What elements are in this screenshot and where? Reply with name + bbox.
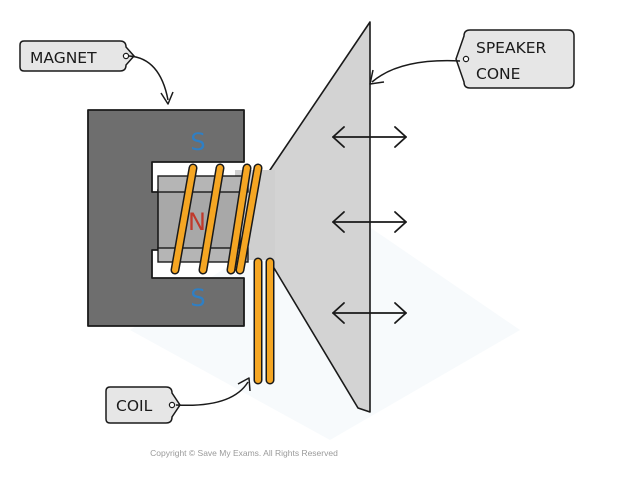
speaker-label-line2: CONE [476,65,520,83]
pole-label-bottom: S [190,284,205,312]
magnet-pointer [128,55,169,101]
coil-pointer-head [237,377,251,392]
speaker-cone-tag: SPEAKER CONE [455,29,575,89]
vibration-arrow-top [332,126,407,148]
speaker-cone [267,21,371,413]
pole-label-middle: N [188,208,206,236]
coil-tag: COIL [105,386,181,424]
speaker-pointer-head [369,69,385,85]
coil-windings [170,163,263,275]
magnet-label: MAGNET [30,49,97,67]
coil-pointer [175,381,249,407]
vibration-arrow-middle [332,211,407,233]
speaker-label-line1: SPEAKER [476,39,547,57]
speaker-pointer [371,59,461,83]
vibration-arrows [332,126,407,324]
coil-leads [253,257,275,385]
core-upper-band [157,175,249,193]
magnet-tag: MAGNET [19,40,136,72]
coil-label: COIL [116,397,153,415]
magnet-pointer-head [160,91,174,105]
copyright-text: Copyright © Save My Exams. All Rights Re… [150,448,338,458]
pole-label-top: S [190,128,205,156]
vibration-arrow-bottom [332,302,407,324]
